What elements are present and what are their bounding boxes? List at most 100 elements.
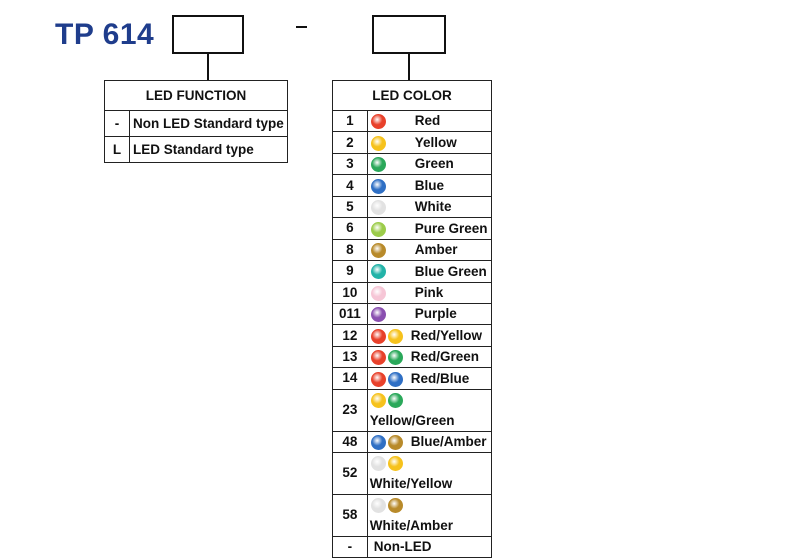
green-led-icon [370, 157, 386, 173]
color-code: 6 [332, 217, 368, 240]
blue-led-icon [370, 178, 386, 194]
color-cell: Purple [366, 302, 493, 326]
amber-led-icon [387, 434, 403, 450]
color-cell: Amber [366, 238, 493, 262]
color-label: White/Amber [369, 517, 454, 533]
led-swatches [370, 240, 409, 260]
color-cell: White [366, 195, 493, 219]
color-cell: Red/Blue [366, 367, 493, 390]
separator-dash [296, 26, 307, 28]
pink-led-icon [370, 285, 386, 301]
color-cell: Yellow [366, 131, 493, 154]
table-row: 8 Amber [332, 238, 493, 262]
function-connector-line [207, 54, 209, 80]
color-cell: White/Amber [366, 493, 493, 537]
color-code: 10 [332, 281, 368, 304]
color-label: Yellow [414, 134, 457, 150]
amber-led-icon [387, 498, 403, 514]
color-code: - [332, 535, 368, 558]
led-swatches [370, 111, 409, 131]
led-color-title: LED COLOR [332, 80, 492, 111]
color-code: 13 [332, 345, 368, 369]
led-swatches [370, 432, 409, 452]
led-swatches [370, 176, 409, 196]
function-label: LED Standard type [129, 136, 288, 163]
yellow-led-icon [387, 456, 403, 472]
function-code: L [104, 136, 130, 163]
led-swatches [370, 133, 409, 153]
color-cell: Red [366, 109, 493, 133]
led-swatches [370, 326, 409, 346]
table-row: 14 Red/Blue [332, 367, 493, 390]
color-cell: Blue [366, 174, 493, 197]
led-swatches [370, 347, 409, 367]
led-function-table: LED FUNCTION - Non LED Standard type L L… [104, 80, 288, 163]
table-row: L LED Standard type [104, 136, 288, 163]
color-label: Pure Green [414, 220, 488, 236]
color-cell: Pink [366, 281, 493, 304]
color-label: White/Yellow [369, 475, 453, 491]
color-code: 52 [332, 452, 368, 495]
color-code: 1 [332, 109, 368, 133]
color-cell: Yellow/Green [366, 388, 493, 432]
led-function-title: LED FUNCTION [104, 80, 288, 111]
color-code: 12 [332, 324, 368, 347]
color-code: 3 [332, 152, 368, 176]
led-swatches [370, 219, 409, 239]
color-code: 48 [332, 430, 368, 454]
color-label: White [414, 199, 452, 215]
led-swatches [370, 262, 409, 282]
table-row: 5 White [332, 195, 493, 219]
white-led-icon [370, 456, 386, 472]
function-label: Non LED Standard type [129, 110, 288, 137]
color-cell: Blue Green [366, 260, 493, 283]
color-cell: White/Yellow [366, 452, 493, 495]
blue-green-led-icon [370, 264, 386, 280]
led-swatches [370, 495, 409, 515]
color-code: 8 [332, 238, 368, 262]
led-swatches [370, 390, 409, 410]
amber-led-icon [370, 243, 386, 258]
red-led-icon [370, 371, 386, 387]
color-code: 5 [332, 195, 368, 219]
color-label: Red [414, 113, 441, 129]
table-row: 9 Blue Green [332, 260, 493, 283]
model-number: TP 614 [55, 18, 155, 51]
table-row: 48 Blue/Amber [332, 430, 493, 454]
table-row: -Non-LED [332, 535, 493, 558]
color-code: 14 [332, 367, 368, 390]
table-row: 4 Blue [332, 174, 493, 197]
green-led-icon [387, 393, 403, 409]
color-label: Amber [414, 242, 458, 258]
color-label: Blue [414, 177, 445, 193]
white-led-icon [370, 200, 386, 216]
color-code: 4 [332, 174, 368, 197]
color-code: 9 [332, 260, 368, 283]
color-cell: Non-LED [366, 535, 493, 558]
color-connector-line [408, 54, 410, 80]
color-cell: Blue/Amber [366, 430, 493, 454]
pure-green-led-icon [370, 221, 386, 237]
color-code: 2 [332, 131, 368, 154]
yellow-led-icon [370, 393, 386, 409]
yellow-led-icon [387, 328, 403, 344]
table-row: 12 Red/Yellow [332, 324, 493, 347]
color-code-box [372, 15, 446, 54]
color-label: Blue Green [414, 263, 487, 279]
purple-led-icon [370, 307, 386, 323]
green-led-icon [387, 350, 403, 366]
color-label: Red/Blue [410, 370, 470, 386]
color-label: Blue/Amber [410, 434, 487, 449]
led-swatches [370, 453, 409, 473]
color-cell: Green [366, 152, 493, 176]
table-row: 2 Yellow [332, 131, 493, 154]
color-cell: Pure Green [366, 217, 493, 240]
color-label: Red/Yellow [410, 327, 483, 343]
